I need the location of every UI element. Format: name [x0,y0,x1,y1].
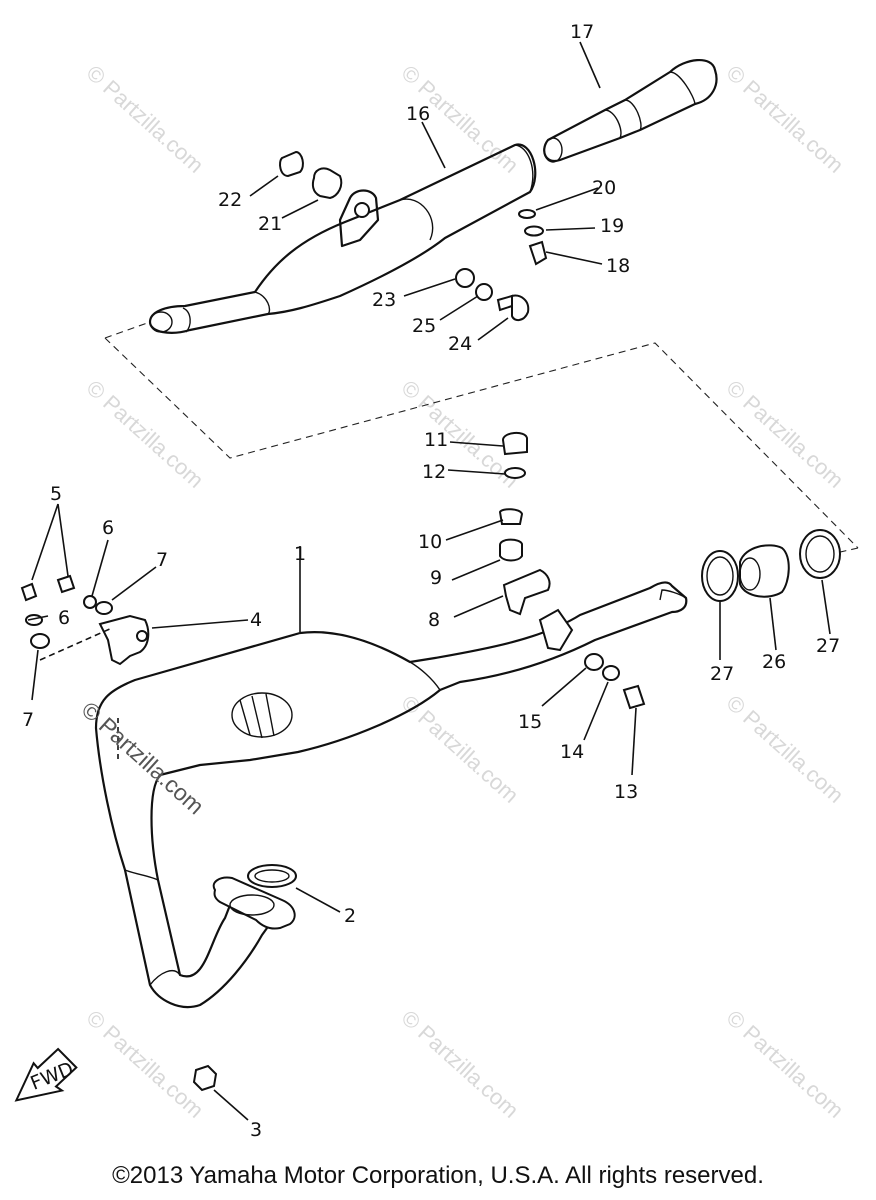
callout-6-left: 6 [58,607,70,629]
callout-23: 23 [372,289,396,311]
watermark: © Partzilla.com [722,60,849,178]
tail-pipe-part-17 [543,59,718,163]
forward-arrow-icon: FWD [14,1047,78,1102]
callout-15: 15 [518,711,542,733]
callout-12: 12 [422,461,446,483]
copyright-notice: ©2013 Yamaha Motor Corporation, U.S.A. A… [112,1162,764,1189]
watermark: © Partzilla.com [82,60,209,178]
top-hardware [279,150,548,322]
callout-22: 22 [218,189,242,211]
watermark: © Partzilla.com [77,696,210,819]
watermark: © Partzilla.com [82,375,209,493]
callout-9: 9 [430,567,442,589]
callout-17: 17 [570,21,594,43]
callout-8: 8 [428,609,440,631]
callout-19: 19 [600,215,624,237]
exhaust-pipe-part-1 [94,581,688,1009]
watermark: © Partzilla.com [82,1005,209,1123]
left-bracket-hardware [20,574,150,666]
callout-27-right: 27 [816,635,840,657]
watermark: © Partzilla.com [722,1005,849,1123]
callout-21: 21 [258,213,282,235]
callout-10: 10 [418,531,442,553]
nut-part-3 [192,1064,218,1092]
callout-24: 24 [448,333,472,355]
watermark: © Partzilla.com [722,375,849,493]
callout-14: 14 [560,741,584,763]
callout-18: 18 [606,255,630,277]
callout-1: 1 [294,543,306,565]
callout-25: 25 [412,315,436,337]
callout-4: 4 [250,609,262,631]
callout-3: 3 [250,1119,262,1141]
callout-27-left: 27 [710,663,734,685]
callout-20: 20 [592,177,616,199]
watermark: © Partzilla.com [722,690,849,808]
callout-7-top: 7 [156,549,168,571]
callout-26: 26 [762,651,786,673]
callout-16: 16 [406,103,430,125]
callout-5: 5 [50,483,62,505]
callout-numbers: 17 16 22 21 20 19 18 23 25 24 11 12 10 9… [22,21,840,1141]
clamp-and-joint-hardware [701,529,841,602]
watermark: © Partzilla.com [397,375,524,493]
middle-bracket-hardware [498,432,646,710]
callout-13: 13 [614,781,638,803]
callout-2: 2 [344,905,356,927]
callout-11: 11 [424,429,448,451]
callout-6-top: 6 [102,517,114,539]
callout-7-left: 7 [22,709,34,731]
watermark: © Partzilla.com [397,1005,524,1123]
leader-lines [27,41,831,1121]
silencer-part-16 [148,143,537,334]
gasket-part-2 [247,864,297,888]
